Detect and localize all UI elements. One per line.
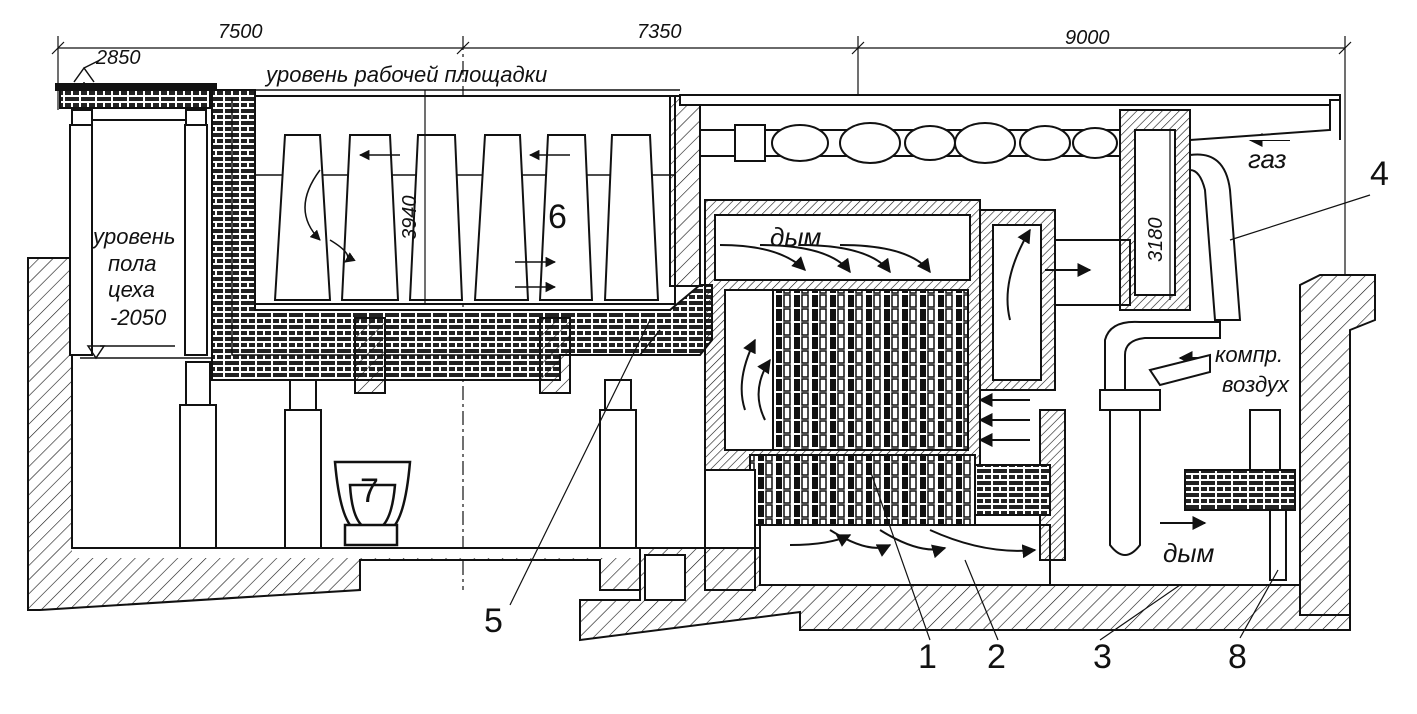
dim-9000: 9000	[1065, 27, 1110, 49]
callout-3: 3	[1093, 638, 1112, 676]
regenerator	[704, 199, 1051, 591]
dim-3180: 3180	[1145, 218, 1167, 263]
smoke-label-bottom: дым	[1163, 538, 1215, 568]
pool-flow-arrows	[304, 149, 570, 293]
floor-label-line3: цеха	[108, 277, 155, 302]
smoke-label-top: дым	[770, 222, 822, 252]
floor-label-line2: пола	[108, 251, 157, 276]
air-label-line2: воздух	[1222, 372, 1290, 397]
callout-numbers: 1 2 3 4 5 6 7 8	[360, 155, 1389, 676]
floor-level-marker	[80, 345, 215, 360]
floor-label-line1: уровень	[91, 224, 175, 249]
left-columns	[69, 109, 637, 549]
floor-level-value: -2050	[110, 305, 167, 330]
dim-2850: 2850	[95, 47, 141, 69]
callout-4: 4	[1370, 155, 1389, 193]
leader-lines	[509, 194, 1371, 641]
dim-7500: 7500	[218, 21, 263, 43]
callout-6: 6	[548, 198, 567, 236]
gas-pipeline	[679, 94, 1341, 321]
bucket	[333, 460, 412, 547]
right-chamber	[974, 109, 1191, 561]
callout-1: 1	[918, 638, 937, 676]
gas-label: газ	[1248, 144, 1287, 174]
callout-5: 5	[484, 602, 503, 640]
air-label-line1: компр.	[1215, 342, 1283, 367]
callout-8: 8	[1228, 638, 1247, 676]
right-wall	[1184, 274, 1376, 616]
work-platform-label: уровень рабочей площадки	[264, 62, 547, 87]
regenerator-flow-arrows	[719, 244, 1037, 559]
dim-3940: 3940	[399, 196, 421, 241]
callout-2: 2	[987, 638, 1006, 676]
left-foundation	[27, 83, 641, 611]
bottom-foundation	[579, 547, 1351, 642]
dim-7350: 7350	[637, 21, 682, 43]
callout-7: 7	[360, 472, 379, 510]
air-pipe	[1099, 320, 1287, 581]
